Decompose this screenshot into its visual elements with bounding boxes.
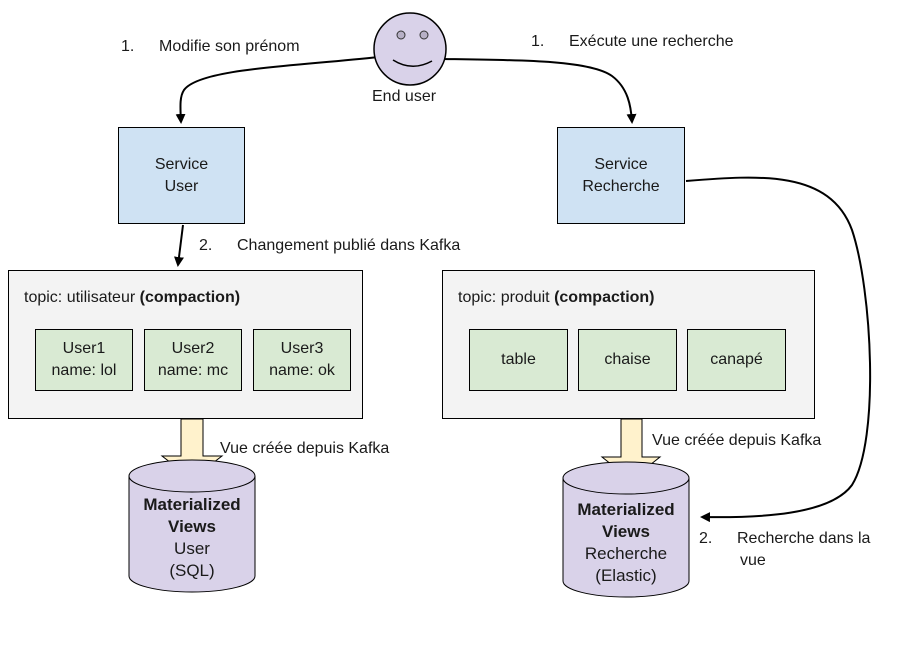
db-engine: (Elastic) — [595, 566, 657, 585]
record-value: name: lol — [51, 362, 117, 379]
record-key: User1 — [62, 340, 106, 357]
database-search-label[interactable]: Materialized Views Recherche (Elastic) — [563, 499, 689, 587]
view-label-left: Vue créée depuis Kafka — [220, 440, 390, 457]
smiley-face-icon — [373, 12, 447, 86]
db-name: Recherche — [584, 544, 668, 563]
topic-name: topic: produit — [458, 289, 555, 306]
db-title-line1: Materialized — [577, 500, 675, 519]
topic-record[interactable]: User3 name: ok — [253, 329, 351, 391]
step-text: Recherche dans la — [737, 530, 871, 547]
edge-actor-to-service-search — [442, 58, 637, 124]
topic-record[interactable]: chaise — [578, 329, 677, 391]
topic-user-title: topic: utilisateur (compaction) — [24, 287, 240, 309]
topic-user-container[interactable]: topic: utilisateur (compaction) User1 nam… — [8, 270, 363, 419]
step-text: Exécute une recherche — [569, 33, 734, 50]
step-label-search-view: 2. Recherche dans la vue — [699, 528, 870, 572]
database-user-label[interactable]: Materialized Views User (SQL) — [129, 494, 255, 582]
record-key: User3 — [280, 340, 324, 357]
step-number: 1. — [121, 38, 135, 55]
edge-service-user-to-topic — [174, 224, 184, 267]
step-label-modify: 1. Modifie son prénom — [121, 38, 300, 56]
record-value: name: ok — [269, 362, 335, 379]
topic-policy: (compaction) — [139, 289, 241, 306]
topic-product-title: topic: produit (compaction) — [458, 287, 655, 309]
topic-record[interactable]: User1 name: lol — [35, 329, 133, 391]
service-search-line1: Service — [594, 155, 648, 173]
topic-record[interactable]: canapé — [687, 329, 786, 391]
step-text: Changement publié dans Kafka — [237, 237, 461, 254]
service-user-line1: Service — [154, 155, 209, 173]
topic-record[interactable]: User2 name: mc — [144, 329, 242, 391]
step-number: 2. — [199, 237, 213, 254]
step-label-publish: 2. Changement publié dans Kafka — [199, 237, 460, 255]
step-number: 1. — [531, 33, 545, 50]
record-key: table — [501, 351, 536, 368]
record-key: User2 — [171, 340, 215, 357]
step-text: Modifie son prénom — [159, 38, 300, 55]
step-text-continued: vue — [740, 552, 766, 569]
view-label-right: Vue créée depuis Kafka — [652, 432, 822, 449]
topic-record[interactable]: table — [469, 329, 568, 391]
db-name: User — [174, 539, 210, 558]
service-search-line2: Recherche — [582, 177, 660, 195]
db-title-line2: Views — [168, 517, 216, 536]
db-title-line1: Materialized — [143, 495, 241, 514]
edge-actor-to-service-user — [175, 56, 379, 124]
actor-label: End user — [372, 88, 437, 105]
step-label-search: 1. Exécute une recherche — [531, 33, 734, 51]
database-cylinder-user — [128, 459, 256, 593]
topic-name: topic: utilisateur — [24, 289, 140, 306]
db-title-line2: Views — [602, 522, 650, 541]
record-key: chaise — [604, 351, 651, 368]
service-user-line2: User — [164, 177, 199, 195]
topic-policy: (compaction) — [554, 289, 655, 306]
db-engine: (SQL) — [169, 561, 215, 580]
database-cylinder-search — [562, 461, 690, 598]
step-number: 2. — [699, 530, 713, 547]
record-key: canapé — [710, 351, 763, 368]
edge-service-search-to-db — [685, 176, 872, 523]
topic-product-container[interactable]: topic: produit (compaction) table chaise… — [442, 270, 815, 419]
record-value: name: mc — [157, 362, 229, 379]
